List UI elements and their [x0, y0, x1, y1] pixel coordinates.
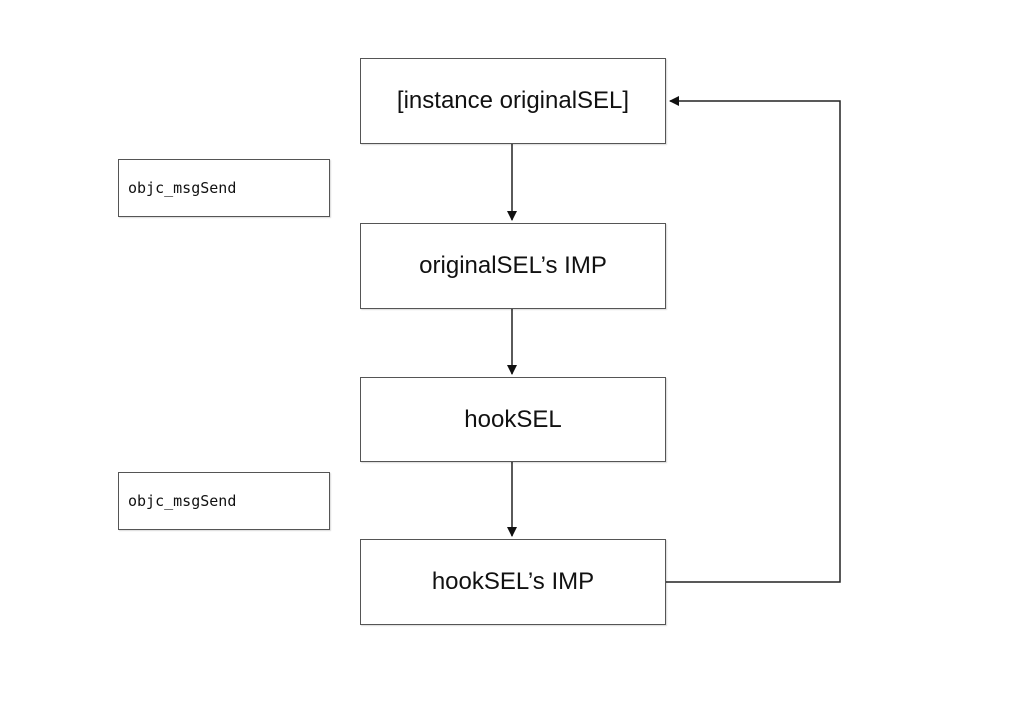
note-label: objc_msgSend [128, 492, 237, 510]
node-label: hookSEL [464, 405, 562, 433]
node-label: originalSEL’s IMP [419, 252, 607, 279]
note-objc-msgsend-2: objc_msgSend [118, 472, 330, 530]
note-label: objc_msgSend [128, 179, 237, 197]
note-objc-msgsend-1: objc_msgSend [118, 159, 330, 217]
node-original-sel-imp: originalSEL’s IMP [360, 223, 666, 309]
node-label: [instance originalSEL] [396, 87, 630, 114]
node-instance-original-sel: [instance originalSEL] [360, 58, 666, 144]
arrow-hooksel-imp-back-to-instance [666, 96, 841, 583]
node-hook-sel: hookSEL [360, 377, 666, 462]
node-hook-sel-imp: hookSEL’s IMP [360, 539, 666, 625]
node-label: hookSEL’s IMP [431, 568, 595, 595]
